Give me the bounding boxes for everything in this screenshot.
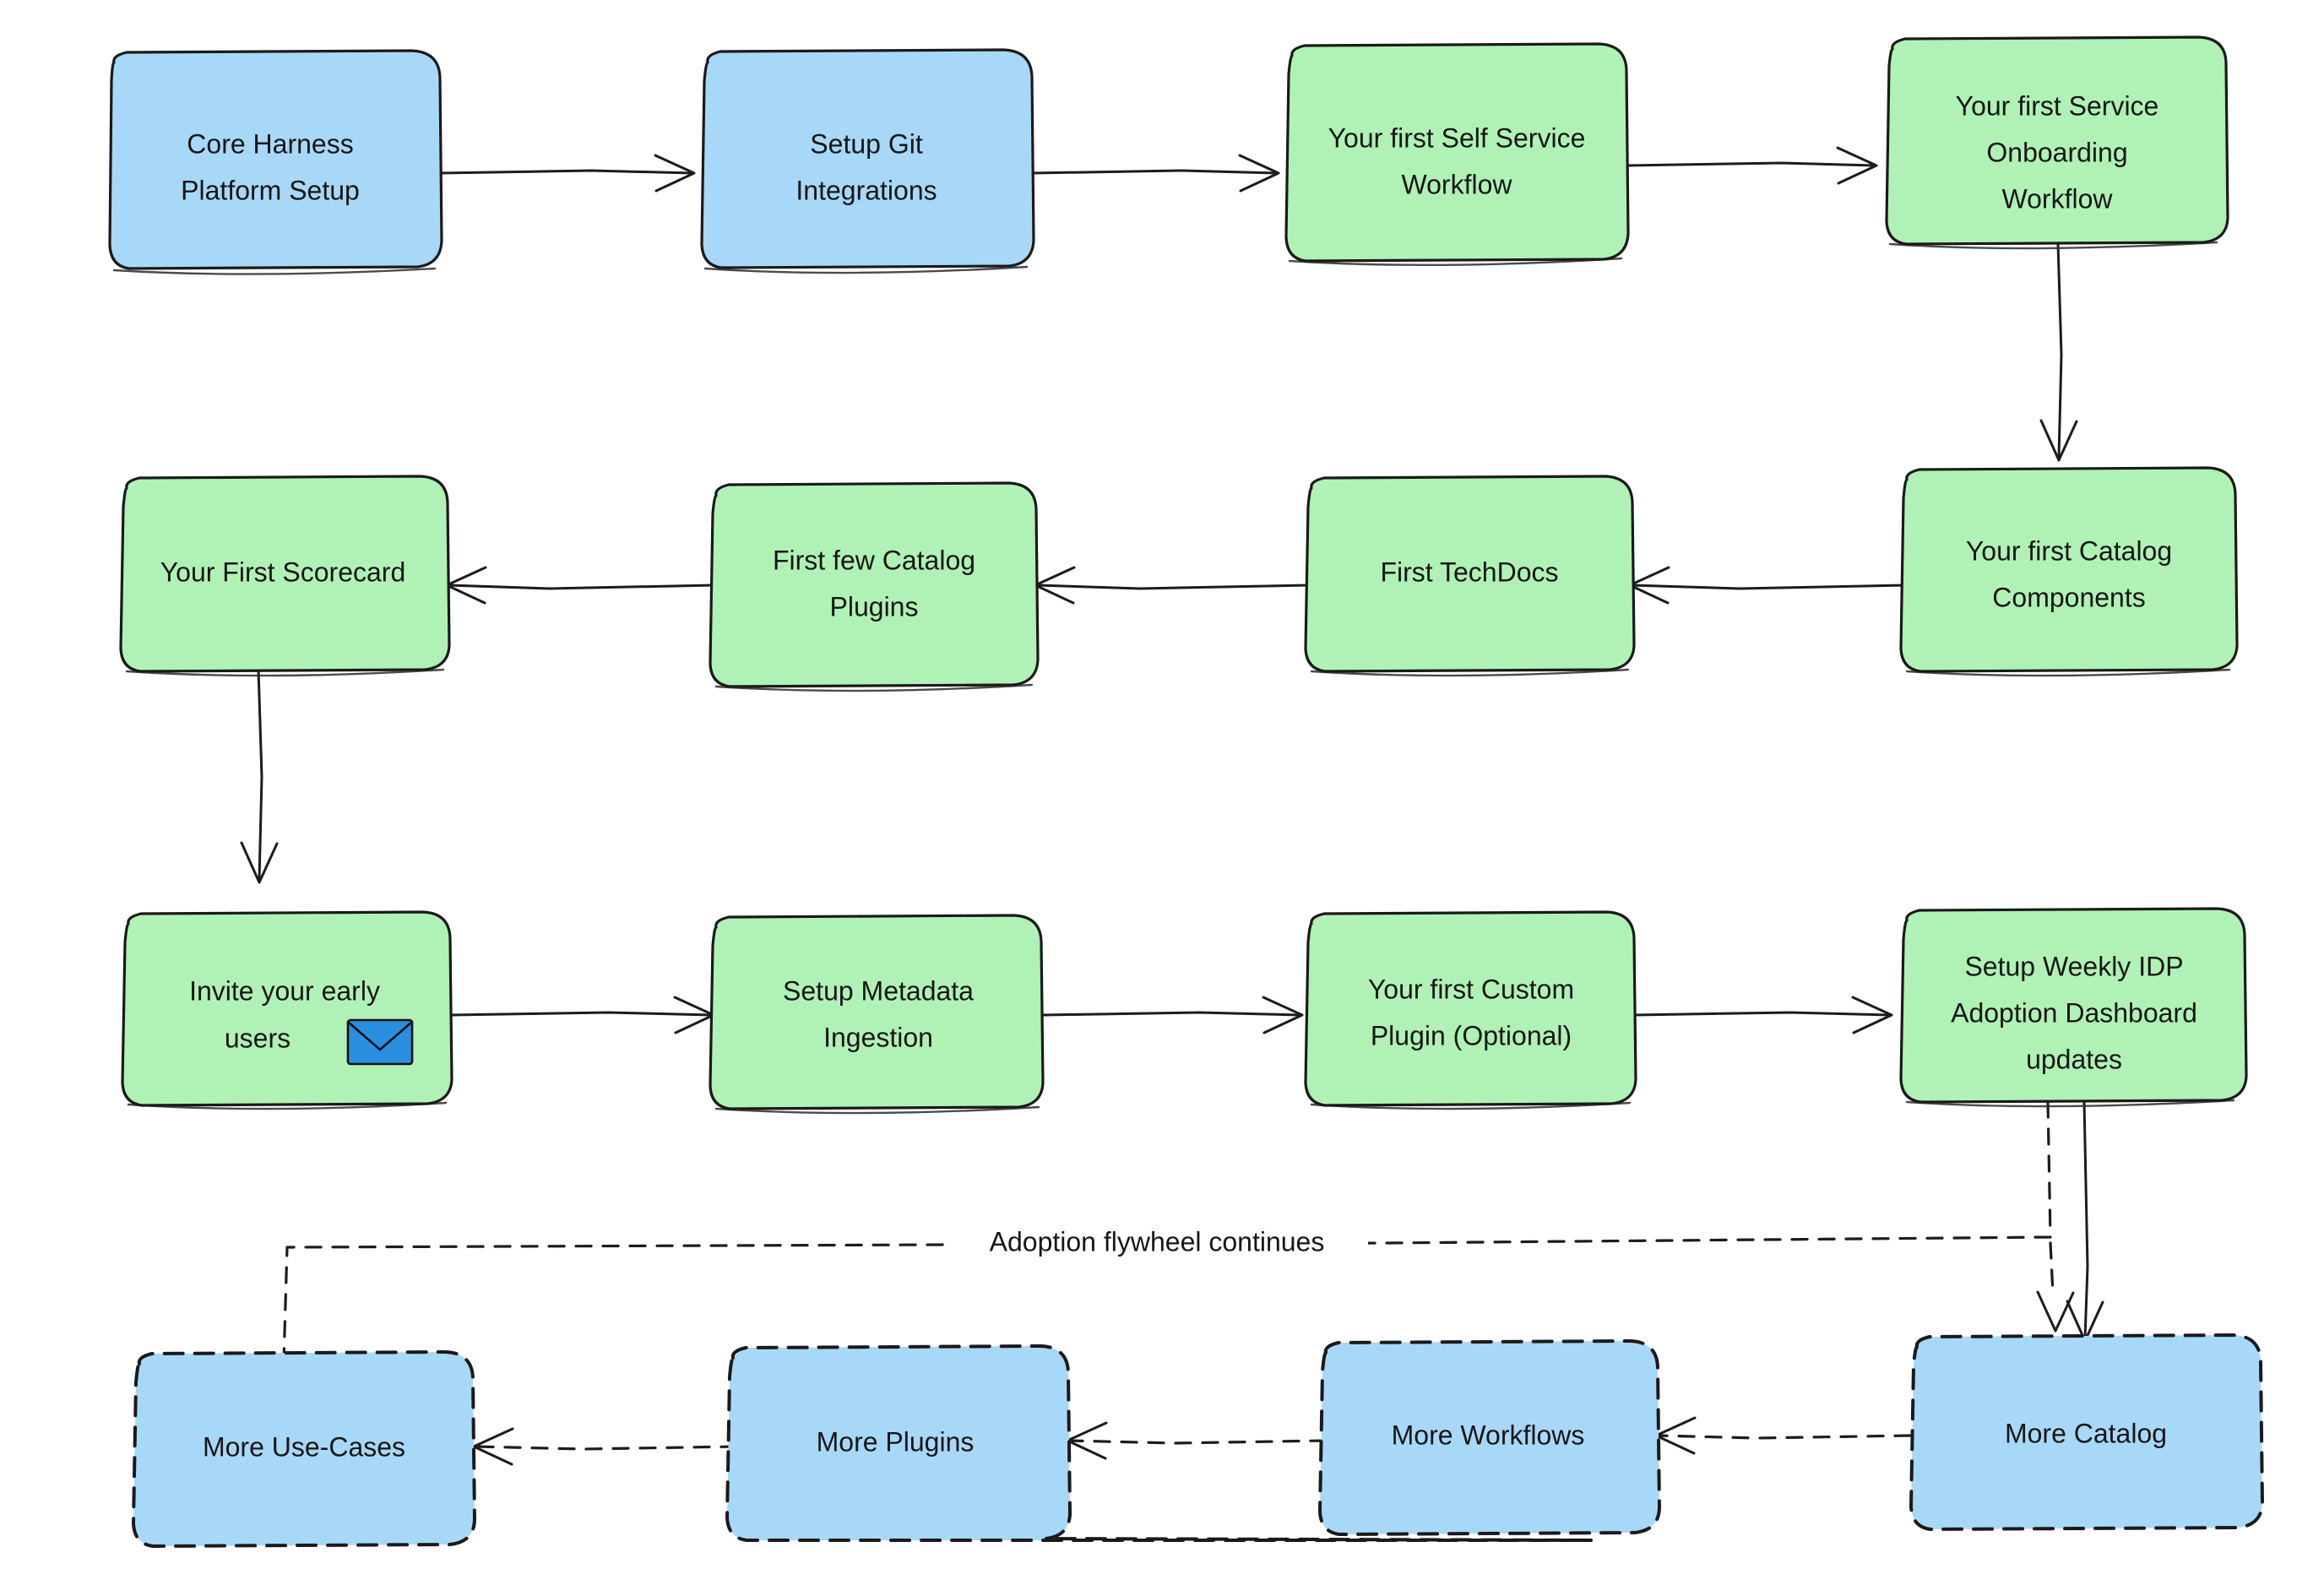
edge-techdocs-to-catalogplugins bbox=[1034, 566, 1311, 605]
edge-dashboard-to-morecatalog bbox=[2066, 1100, 2104, 1343]
node-label-line: More Catalog bbox=[2005, 1418, 2167, 1448]
node-label-line: First few Catalog bbox=[773, 545, 975, 575]
node-label-line: Your first Service bbox=[1956, 90, 2159, 121]
edge-catalogplugins-to-scorecard bbox=[445, 566, 715, 605]
edge-selfservice-to-onboarding bbox=[1626, 146, 1878, 185]
node-core-harness-platform-setup[interactable]: Core Harness Platform Setup bbox=[108, 49, 443, 275]
edge-moreworkflows-to-moreplugins bbox=[1066, 1421, 1328, 1460]
edge-scorecard-to-invite bbox=[240, 668, 279, 884]
node-your-first-service-onboarding-workflow[interactable]: Your first Service Onboarding Workflow bbox=[1885, 35, 2229, 250]
flywheel-label-text: Adoption flywheel continues bbox=[990, 1226, 1325, 1257]
node-label-line: Components bbox=[1992, 582, 2145, 612]
node-label-line: Adoption Dashboard bbox=[1951, 997, 2197, 1028]
edge-git-to-selfservice bbox=[1030, 154, 1280, 193]
node-label-line: Your first Catalog bbox=[1966, 535, 2172, 566]
edge-moreplugins-to-moreusecases bbox=[472, 1427, 738, 1466]
node-setup-weekly-idp-adoption-dashboard[interactable]: Setup Weekly IDP Adoption Dashboard upda… bbox=[1899, 907, 2248, 1108]
node-label-line: Integrations bbox=[795, 175, 937, 205]
node-more-plugins[interactable]: More Plugins bbox=[725, 1344, 1593, 1542]
node-your-first-self-service-workflow[interactable]: Your first Self Service Workflow bbox=[1284, 42, 1630, 267]
node-label-line: Your First Scorecard bbox=[160, 556, 405, 587]
node-label-line: updates bbox=[2026, 1044, 2122, 1074]
node-label-line: First TechDocs bbox=[1380, 556, 1558, 587]
edges-layer: Adoption flywheel continues bbox=[240, 146, 2104, 1466]
node-label-line: Your first Custom bbox=[1368, 974, 1574, 1004]
node-label-line: Core Harness bbox=[187, 128, 353, 159]
edge-core-to-git bbox=[438, 154, 696, 193]
edge-onboarding-to-catalogcomponents bbox=[2039, 242, 2078, 462]
node-label-line: Setup Git bbox=[810, 128, 923, 159]
node-label-line: More Workflows bbox=[1392, 1420, 1585, 1450]
node-label-line: More Use-Cases bbox=[203, 1431, 405, 1462]
node-label-line: users bbox=[225, 1023, 290, 1053]
node-label-line: Platform Setup bbox=[181, 175, 360, 205]
node-label-line: Plugin (Optional) bbox=[1371, 1020, 1572, 1050]
node-label-line: Workflow bbox=[1402, 169, 1513, 199]
node-label-line: Plugins bbox=[830, 591, 919, 622]
node-setup-metadata-ingestion[interactable]: Setup Metadata Ingestion bbox=[709, 914, 1045, 1115]
node-label-line: Invite your early bbox=[189, 975, 380, 1006]
node-your-first-scorecard[interactable]: Your First Scorecard bbox=[119, 475, 451, 677]
node-label-line: Setup Weekly IDP bbox=[1964, 951, 2183, 981]
node-setup-git-integrations[interactable]: Setup Git Integrations bbox=[700, 48, 1035, 274]
node-label-line: Onboarding bbox=[1986, 137, 2127, 167]
edge-catalogcomponents-to-techdocs bbox=[1628, 566, 1907, 605]
node-your-first-custom-plugin[interactable]: Your first Custom Plugin (Optional) bbox=[1304, 910, 1637, 1110]
node-invite-your-early-users[interactable]: Invite your early users bbox=[121, 910, 453, 1110]
node-label-line: Setup Metadata bbox=[783, 975, 974, 1006]
edge-adoption-flywheel-loop bbox=[282, 1100, 2075, 1363]
node-label-line: Workflow bbox=[2002, 183, 2114, 214]
node-more-workflows[interactable]: More Workflows bbox=[1318, 1339, 1661, 1536]
node-label-line: Ingestion bbox=[823, 1022, 933, 1052]
edge-customplugin-to-dashboard bbox=[1632, 996, 1893, 1034]
node-first-techdocs[interactable]: First TechDocs bbox=[1304, 475, 1636, 677]
node-your-first-catalog-components[interactable]: Your first Catalog Components bbox=[1899, 466, 2239, 677]
edge-label-adoption-flywheel: Adoption flywheel continues bbox=[946, 1223, 1368, 1262]
node-more-catalog[interactable]: More Catalog bbox=[1909, 1333, 2264, 1531]
node-more-use-cases[interactable]: More Use-Cases bbox=[132, 1350, 476, 1548]
node-first-few-catalog-plugins[interactable]: First few Catalog Plugins bbox=[709, 481, 1040, 692]
node-label-line: More Plugins bbox=[817, 1426, 975, 1457]
edge-morecatalog-to-moreworkflows bbox=[1654, 1416, 1912, 1455]
edge-invite-to-metadata bbox=[449, 996, 715, 1034]
envelope-icon bbox=[346, 1018, 414, 1066]
edge-metadata-to-customplugin bbox=[1042, 996, 1304, 1034]
node-label-line: Your first Self Service bbox=[1328, 122, 1586, 153]
